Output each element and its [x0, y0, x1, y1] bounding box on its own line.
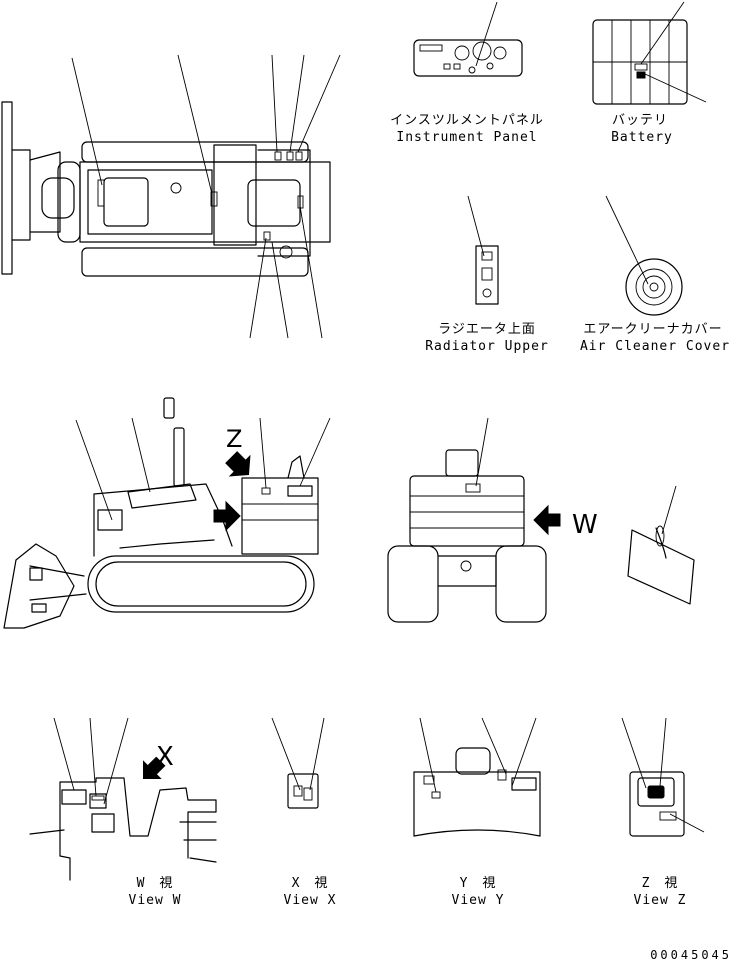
radiator-upper-detail [467, 195, 499, 305]
view-y-caption-jp: Y 視 [459, 876, 497, 891]
tractor-side-view [3, 397, 331, 629]
view-y-caption-en: View Y [451, 893, 505, 908]
tractor-rear-view [387, 417, 561, 623]
marker-x: X [156, 742, 174, 772]
decal-card [627, 485, 695, 605]
view-x-detail [271, 717, 325, 809]
view-z-caption-jp: Z 視 [641, 876, 679, 891]
air-cleaner-label-jp: エアークリーナカバー [583, 322, 723, 337]
instrument-panel-label-en: Instrument Panel [396, 130, 538, 145]
view-w-caption-jp: W 視 [136, 876, 174, 891]
view-w-detail [29, 717, 217, 881]
radiator-label-en: Radiator Upper [425, 339, 549, 354]
air-cleaner-label-en: Air Cleaner Cover [579, 339, 731, 354]
drawing-number: 00045045 [650, 948, 732, 962]
battery-detail [592, 1, 707, 105]
view-z-caption-en: View Z [633, 893, 687, 908]
view-w-caption-en: View W [128, 893, 182, 908]
marker-w: W [572, 510, 598, 540]
battery-label-en: Battery [611, 130, 673, 145]
radiator-label-jp: ラジエータ上面 [438, 322, 536, 337]
tractor-top-view [1, 54, 341, 339]
view-x-caption-en: View X [283, 893, 337, 908]
battery-label-jp: バッテリ [611, 113, 669, 128]
air-cleaner-cover-detail [605, 195, 683, 316]
view-y-detail [413, 717, 541, 837]
instrument-panel-detail [413, 1, 523, 77]
view-x-caption-jp: X 視 [291, 876, 329, 891]
marker-z: Z [226, 425, 243, 453]
view-z-detail [621, 717, 705, 837]
instrument-panel-label-jp: インスツルメントパネル [390, 113, 544, 128]
